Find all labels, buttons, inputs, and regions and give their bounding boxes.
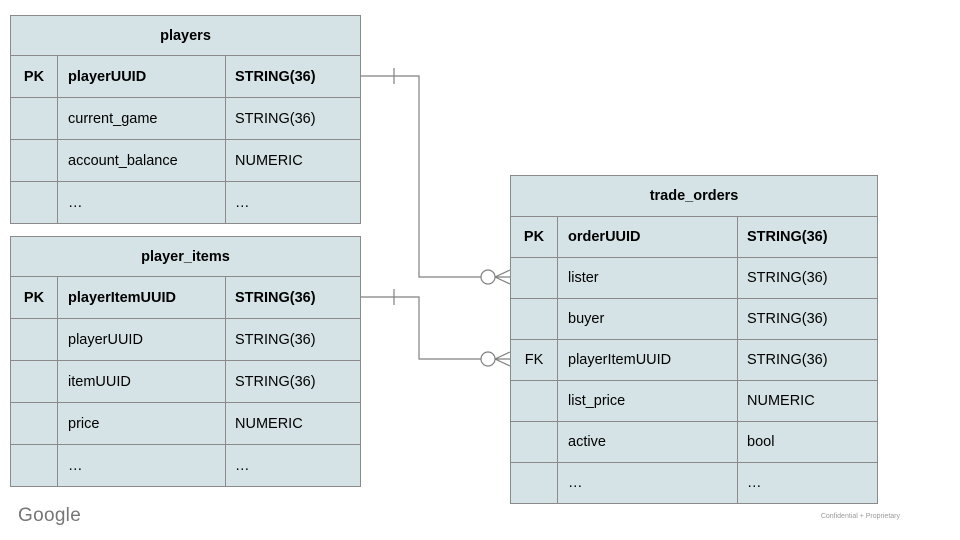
field-type: STRING(36) [225,360,361,403]
table-row: price NUMERIC [10,402,361,445]
key-cell: PK [510,216,558,258]
key-cell [10,444,58,487]
field-type: NUMERIC [225,402,361,445]
table-player-items: player_items PK playerItemUUID STRING(36… [10,236,361,487]
field-type: STRING(36) [736,298,879,340]
table-title: players [10,15,361,56]
field-name: … [557,462,738,504]
table-row: PK playerUUID STRING(36) [10,55,361,98]
field-name: … [57,444,226,487]
field-name: … [57,181,226,224]
field-type: … [225,181,361,224]
key-cell [510,462,558,504]
table-row: list_price NUMERIC [510,380,879,422]
key-cell [510,380,558,422]
table-row: current_game STRING(36) [10,97,361,140]
field-name: account_balance [57,139,226,182]
key-cell [510,257,558,299]
table-row: buyer STRING(36) [510,298,879,340]
field-type: NUMERIC [225,139,361,182]
crow-foot [494,351,511,367]
key-cell: PK [10,55,58,98]
table-row: … … [510,462,879,504]
table-title: player_items [10,236,361,277]
field-name: playerUUID [57,318,226,361]
field-name: active [557,421,738,463]
table-row: lister STRING(36) [510,257,879,299]
connector-players-trade-orders [360,68,511,285]
table-row: … … [10,444,361,487]
key-cell [510,421,558,463]
table-row: itemUUID STRING(36) [10,360,361,403]
table-title: trade_orders [509,175,879,217]
connector-player-items-trade-orders [360,289,511,367]
field-name: orderUUID [557,216,738,258]
key-cell [10,139,58,182]
field-name: playerItemUUID [57,276,226,319]
google-logo: Google [18,505,82,526]
table-trade-orders: trade_orders PK orderUUID STRING(36) lis… [509,175,879,504]
key-cell [10,97,58,140]
table-row: … … [10,181,361,224]
field-name: itemUUID [57,360,226,403]
connector-line [360,75,481,278]
table-row: PK orderUUID STRING(36) [510,216,879,258]
field-name: price [57,402,226,445]
table-row: playerUUID STRING(36) [10,318,361,361]
table-row: PK playerItemUUID STRING(36) [10,276,361,319]
field-type: STRING(36) [736,257,879,299]
field-type: STRING(36) [736,339,879,381]
key-cell [10,181,58,224]
field-type: STRING(36) [225,97,361,140]
field-type: … [225,444,361,487]
field-name: current_game [57,97,226,140]
field-type: … [736,462,879,504]
table-row: FK playerItemUUID STRING(36) [510,339,879,381]
zero-circle [480,269,496,285]
field-name: list_price [557,380,738,422]
field-name: lister [557,257,738,299]
field-type: STRING(36) [225,276,361,319]
field-type: STRING(36) [225,318,361,361]
table-row: account_balance NUMERIC [10,139,361,182]
key-cell [510,298,558,340]
key-cell [10,318,58,361]
confidential-note: Confidential + Proprietary [820,513,900,520]
field-name: buyer [557,298,738,340]
key-cell: PK [10,276,58,319]
zero-circle [480,351,496,367]
connector-line [360,296,481,360]
field-type: STRING(36) [736,216,879,258]
field-type: STRING(36) [225,55,361,98]
field-type: bool [736,421,879,463]
field-name: playerItemUUID [557,339,738,381]
field-type: NUMERIC [736,380,879,422]
key-cell [10,402,58,445]
key-cell: FK [510,339,558,381]
field-name: playerUUID [57,55,226,98]
key-cell [10,360,58,403]
table-players: players PK playerUUID STRING(36) current… [10,15,361,224]
table-row: active bool [510,421,879,463]
crow-foot [494,269,511,285]
